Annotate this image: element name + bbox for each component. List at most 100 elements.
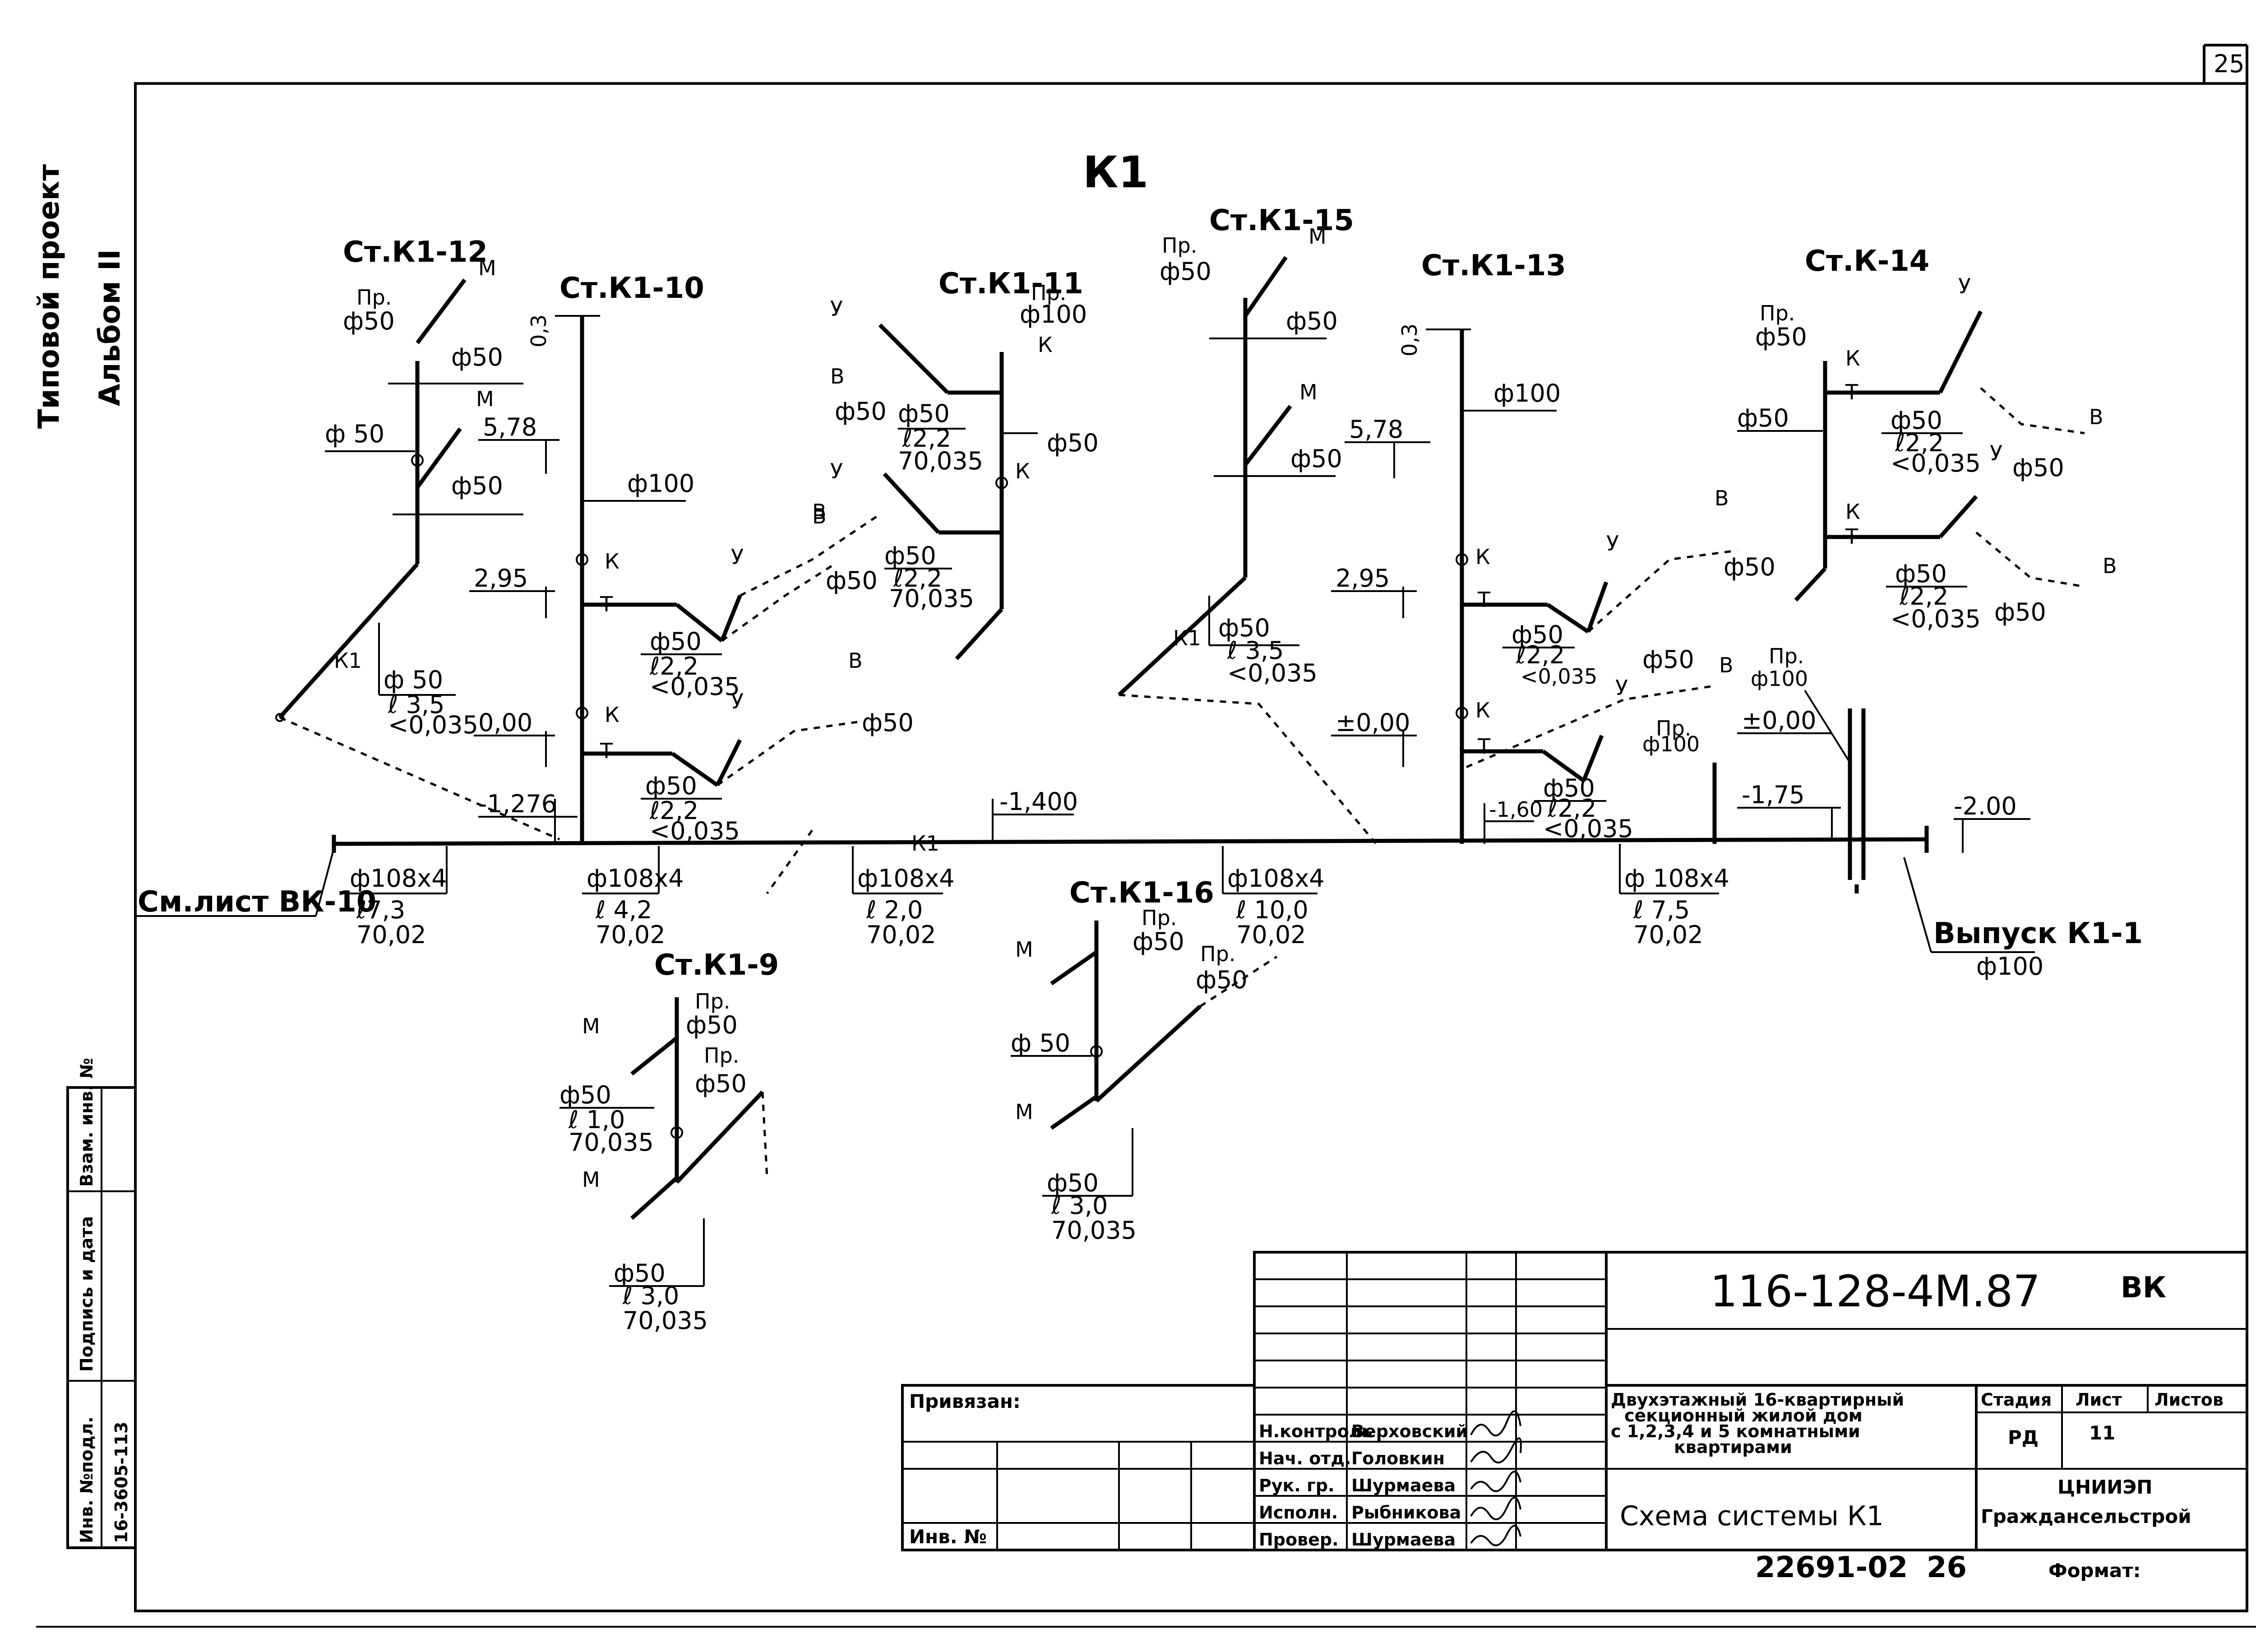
svg-text:ф50: ф50	[1047, 1169, 1099, 1197]
svg-text:М: М	[1308, 224, 1327, 249]
svg-text:ф 50: ф 50	[1011, 1029, 1070, 1057]
svg-text:Подпись и дата: Подпись и дата	[77, 1216, 97, 1372]
svg-text:Ст.К1-11: Ст.К1-11	[938, 267, 1083, 301]
riser-k-14: Ст.К-14 У Пр. ф50 К Т ф50 ф50 ℓ2,2 <0,03…	[1737, 245, 2117, 835]
svg-text:М: М	[478, 256, 496, 280]
svg-text:-1,276: -1,276	[478, 790, 557, 818]
main-segment-3: ф108х4 ℓ 2,0 70,02	[852, 846, 955, 949]
svg-text:ф50: ф50	[559, 1081, 611, 1109]
svg-text:ф50: ф50	[645, 772, 697, 800]
svg-text:ф50: ф50	[1160, 257, 1211, 286]
svg-text:М: М	[1015, 1100, 1033, 1124]
svg-text:ф50: ф50	[862, 708, 914, 737]
side-stamp: Взам. инв. № Подпись и дата Инв. №подл. …	[66, 1058, 137, 1549]
svg-text:ф50: ф50	[1047, 429, 1099, 457]
svg-text:70,035: 70,035	[623, 1306, 708, 1335]
svg-text:В: В	[2089, 405, 2103, 429]
svg-text:ℓ 7,5: ℓ 7,5	[1633, 896, 1690, 924]
svg-text:ф50: ф50	[1895, 560, 1947, 588]
svg-text:ℓ 3,5: ℓ 3,5	[388, 690, 444, 719]
doc-code: 116-128-4М.87	[1710, 1266, 2040, 1317]
svg-text:Ст.К1-9: Ст.К1-9	[654, 949, 779, 982]
svg-text:ф50: ф50	[451, 343, 503, 371]
svg-text:ф50: ф50	[884, 541, 936, 570]
svg-text:К1: К1	[334, 648, 362, 673]
svg-text:ф50: ф50	[614, 1259, 666, 1287]
svg-text:Т: Т	[1845, 380, 1858, 404]
svg-text:Пр.: Пр.	[1162, 233, 1197, 258]
svg-text:-2.00: -2.00	[1954, 792, 2017, 820]
svg-text:Пр.: Пр.	[704, 1043, 739, 1068]
svg-text:ф100: ф100	[627, 469, 694, 498]
svg-text:ф50: ф50	[695, 1069, 747, 1098]
svg-text:5,78: 5,78	[483, 413, 537, 441]
sheet-header: Лист	[2076, 1390, 2122, 1410]
riser-k1-13: Ст.К1-13 0,3 ф100 5,78 К 2,95 Т У ф50 ℓ2…	[1331, 249, 1775, 844]
svg-text:ф50: ф50	[2012, 453, 2064, 482]
svg-text:Исполн.: Исполн.	[1259, 1503, 1338, 1522]
archive-page: 26	[1927, 1551, 1967, 1584]
svg-text:ℓ2,2: ℓ2,2	[1516, 641, 1565, 669]
svg-text:ф50: ф50	[1133, 927, 1184, 956]
svg-text:ф50: ф50	[1642, 645, 1694, 674]
svg-text:В: В	[812, 500, 827, 524]
svg-text:У: У	[830, 296, 843, 321]
svg-text:ф108х4: ф108х4	[587, 864, 684, 893]
svg-text:Провер.: Провер.	[1259, 1530, 1339, 1550]
drawing-title: Схема системы К1	[1620, 1500, 1884, 1532]
svg-text:<0,035: <0,035	[1521, 664, 1597, 689]
svg-text:К: К	[1015, 459, 1030, 483]
svg-text:ф100: ф100	[1493, 379, 1561, 407]
svg-text:Ст.К1-16: Ст.К1-16	[1069, 876, 1214, 910]
svg-text:<0,035: <0,035	[388, 711, 478, 739]
svg-text:ф50: ф50	[1737, 404, 1789, 432]
svg-text:0,3: 0,3	[1397, 324, 1422, 356]
svg-text:ф50: ф50	[1196, 966, 1248, 994]
ref-sheet-vk10: См.лист ВК-10	[138, 885, 376, 919]
level-mark-175: -1,75	[1737, 781, 1841, 839]
svg-text:Т: Т	[1845, 524, 1858, 549]
main-segment-5: ф 108х4 ℓ 7,5 70,02	[1619, 844, 1729, 949]
svg-text:0,3: 0,3	[527, 315, 551, 347]
svg-text:ф100: ф100	[1976, 952, 2043, 981]
signature-rows: Н.контроль Нач. отд. Рук. гр. Исполн. Пр…	[1259, 1410, 1522, 1550]
svg-text:К: К	[1475, 698, 1490, 722]
svg-text:ф50: ф50	[898, 399, 950, 428]
svg-text:Нач. отд.: Нач. отд.	[1259, 1448, 1351, 1468]
svg-text:ф108х4: ф108х4	[857, 864, 955, 893]
svg-text:70,02: 70,02	[1236, 921, 1306, 949]
svg-text:ℓ2,2: ℓ2,2	[649, 796, 698, 825]
svg-text:Н.контроль: Н.контроль	[1259, 1421, 1373, 1441]
main-segment-4: ф108х4 ℓ 10,0 70,02	[1222, 846, 1325, 949]
svg-text:ф50: ф50	[451, 472, 503, 500]
svg-text:ℓ 10,0: ℓ 10,0	[1236, 896, 1308, 924]
svg-text:В: В	[830, 364, 845, 389]
svg-text:Т: Т	[1477, 588, 1491, 612]
svg-text:<0,035: <0,035	[650, 817, 740, 845]
sheet-value: 11	[2089, 1422, 2115, 1444]
svg-text:Пр.: Пр.	[1769, 644, 1804, 668]
svg-text:ℓ 3,5: ℓ 3,5	[1227, 636, 1284, 665]
svg-text:ℓ7,3: ℓ7,3	[356, 896, 405, 924]
section-code: ВК	[2121, 1271, 2166, 1305]
svg-text:Шурмаева: Шурмаева	[1351, 1476, 1456, 1495]
svg-text:У: У	[731, 689, 744, 713]
svg-text:Ст.К1-15: Ст.К1-15	[1209, 204, 1354, 237]
svg-text:70,02: 70,02	[1633, 921, 1703, 949]
riser-k1-12: Ст.К1-12 М Пр. ф50 ф50 ф 50 М ф50 К1 ф 5…	[275, 236, 523, 739]
svg-text:М: М	[1299, 380, 1318, 404]
svg-text:с 1,2,3,4 и 5 комнатными: с 1,2,3,4 и 5 комнатными	[1611, 1421, 1860, 1441]
riser-k1-11: Ст.К1-11 Пр. ф100 У К В ф50 ф50 ℓ2,2 70,…	[812, 267, 1099, 661]
svg-text:Инв. №подл.: Инв. №подл.	[77, 1416, 97, 1543]
svg-text:ℓ 2,0: ℓ 2,0	[866, 896, 923, 924]
svg-text:ф50: ф50	[1891, 406, 1942, 435]
svg-text:Верховский: Верховский	[1351, 1421, 1468, 1441]
svg-text:ф50: ф50	[1755, 323, 1807, 351]
svg-text:Рук. гр.: Рук. гр.	[1259, 1476, 1335, 1495]
svg-text:ф108х4: ф108х4	[350, 864, 447, 893]
svg-text:ℓ 1,0: ℓ 1,0	[568, 1106, 625, 1134]
riser-k1-10: Ст.К1-10 0,3 5,78 ф100 К 2,95 Т У ф50 ℓ2…	[469, 272, 914, 845]
riser-k1-15: Ст.К1-15 М Пр. ф50 ф50 М ф50 К1 ф50 ℓ 3,…	[1117, 204, 1354, 697]
svg-text:В: В	[848, 648, 863, 673]
svg-text:70,035: 70,035	[1051, 1216, 1137, 1245]
